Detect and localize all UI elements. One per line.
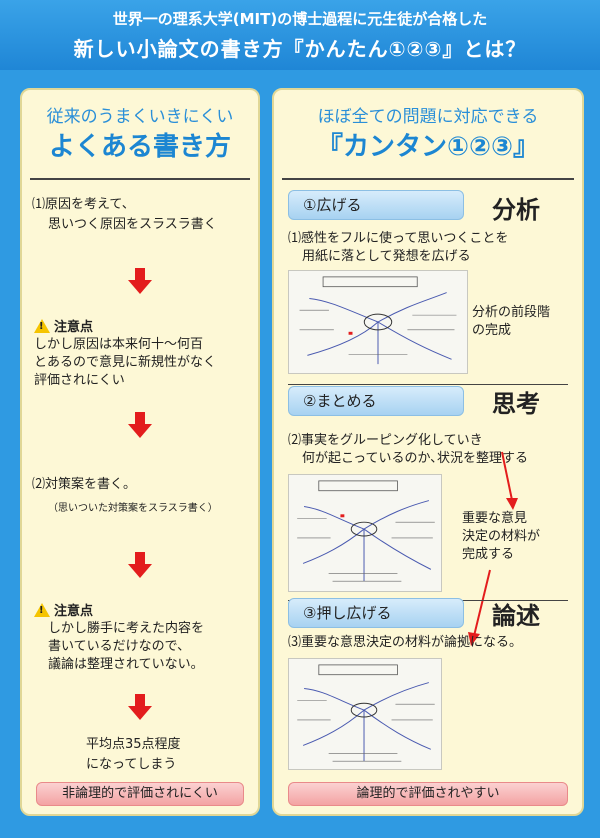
left-result-line2: になってしまう [86, 757, 177, 772]
step1-desc-line2: 用紙に落として発想を広げる [302, 249, 471, 264]
left-result-line1: 平均点35点程度 [86, 737, 181, 752]
main-area: 従来のうまくいきにくい よくある書き方 ⑴原因を考えて、 思いつく原因をスラスラ… [0, 70, 600, 838]
left-warn1-title: 注意点 [34, 316, 93, 335]
right-title-big: 『カンタン①②③』 [316, 132, 540, 162]
left-step1-line1: ⑴原因を考えて、 [32, 197, 135, 212]
step-separator [288, 384, 568, 385]
mindmap-photo-2 [288, 474, 442, 592]
step1-note-line1: 分析の前段階 [472, 305, 551, 320]
mindmap-photo-3 [288, 658, 442, 770]
header-banner: 世界一の理系大学(MIT)の博士過程に元生徒が合格した 新しい小論文の書き方『か… [0, 0, 600, 70]
step1-tag: 分析 [492, 196, 540, 224]
step2-note-line3: 完成する [462, 547, 515, 562]
down-arrow-icon [128, 694, 152, 722]
mindmap-photo-1 [288, 270, 468, 374]
right-title-small: ほぼ全ての問題に対応できる [317, 107, 539, 127]
step2-tag: 思考 [492, 390, 540, 418]
right-divider [282, 178, 574, 180]
step1-desc-line1: ⑴感性をフルに使って思いつくことを [288, 231, 509, 246]
step2-desc-line1: ⑵事実をグルーピング化していき [288, 433, 483, 448]
step3-button[interactable]: ③押し広げる [288, 598, 464, 628]
left-divider [30, 178, 250, 180]
left-warn1-line1: しかし原因は本来何十～何百 [34, 337, 204, 352]
pointer-arrow-icon [501, 451, 518, 510]
left-warn2-line3: 議論は整理されていない。 [48, 657, 204, 672]
pointer-arrow-icon [468, 569, 491, 646]
warning-icon [34, 319, 50, 333]
left-warn2-line2: 書いているだけなので、 [48, 639, 191, 654]
down-arrow-icon [128, 412, 152, 440]
right-panel: ほぼ全ての問題に対応できる 『カンタン①②③』 ①広げる 分析 ⑴感性をフルに使… [272, 88, 584, 816]
right-verdict-badge: 論理的で評価されやすい [288, 782, 568, 806]
step3-desc-line1: ⑶重要な意思決定の材料が論拠になる。 [288, 635, 523, 650]
warning-icon [34, 603, 50, 617]
step2-note-line2: 決定の材料が [462, 529, 541, 544]
step3-tag: 論述 [492, 602, 540, 630]
step1-note-line2: の完成 [472, 323, 512, 338]
step2-desc-line2: 何が起こっているのか､状況を整理する [302, 451, 528, 466]
down-arrow-icon [128, 268, 152, 296]
left-warn1-line3: 評価されにくい [34, 373, 125, 388]
step1-button[interactable]: ①広げる [288, 190, 464, 220]
left-panel: 従来のうまくいきにくい よくある書き方 ⑴原因を考えて、 思いつく原因をスラスラ… [20, 88, 260, 816]
left-warn2-title: 注意点 [34, 600, 93, 619]
left-step1-line2: 思いつく原因をスラスラ書く [48, 217, 217, 232]
down-arrow-icon [128, 552, 152, 580]
left-step2-line2: （思いついた対策案をスラスラ書く） [48, 503, 218, 514]
header-line2: 新しい小論文の書き方『かんたん①②③』とは？ [73, 37, 527, 61]
left-warn1-line2: とあるので意見に新規性がなく [34, 355, 217, 370]
header-line1: 世界一の理系大学(MIT)の博士過程に元生徒が合格した [112, 10, 488, 28]
left-title-big: よくある書き方 [48, 132, 231, 162]
step2-button[interactable]: ②まとめる [288, 386, 464, 416]
left-title-small: 従来のうまくいきにくい [46, 107, 234, 127]
step2-note-line1: 重要な意見 [462, 511, 528, 526]
left-verdict-badge: 非論理的で評価されにくい [36, 782, 244, 806]
left-step2-line1: ⑵対策案を書く。 [32, 477, 137, 492]
left-warn2-line1: しかし勝手に考えた内容を [48, 621, 205, 636]
